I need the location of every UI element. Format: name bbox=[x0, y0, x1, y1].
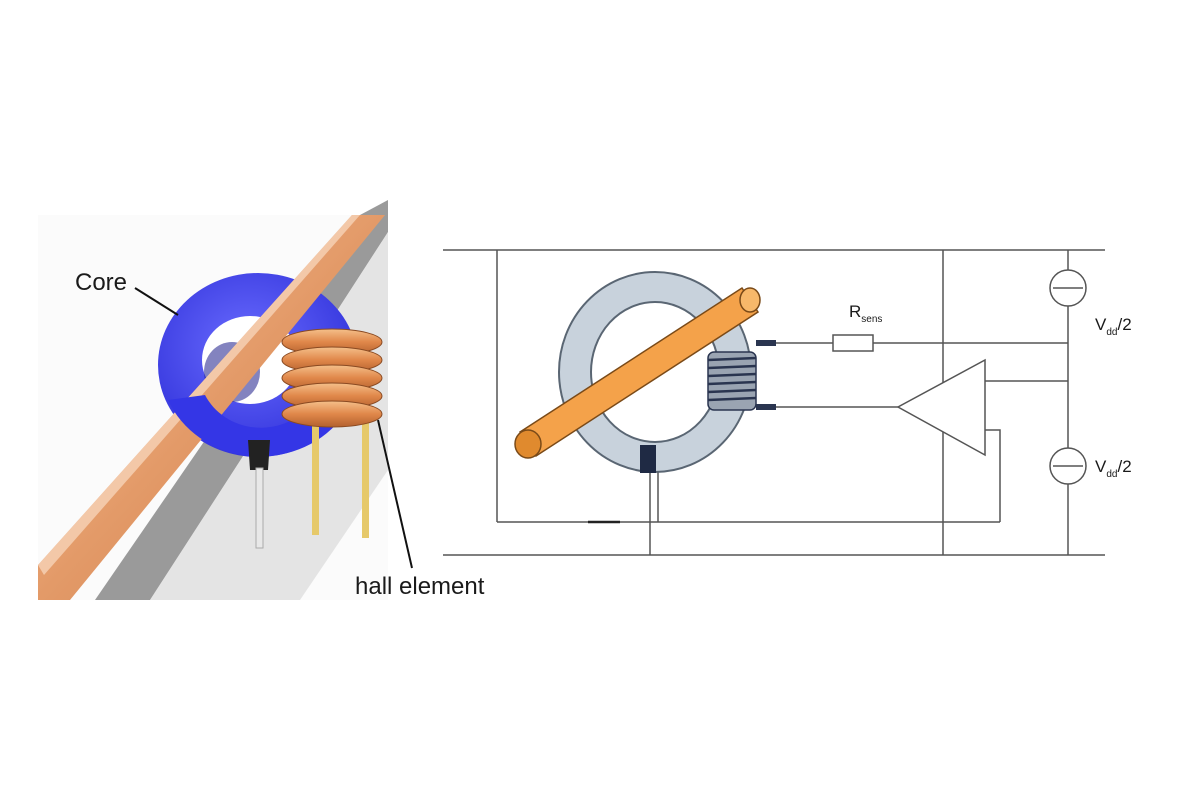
schematic-hall-element bbox=[640, 445, 656, 473]
coil-windings bbox=[281, 328, 383, 428]
sensor-leg bbox=[255, 467, 264, 549]
core-label: Core bbox=[75, 269, 127, 296]
hall-element-label: hall element bbox=[355, 573, 485, 600]
schematic-sensor bbox=[514, 271, 776, 473]
sensor-illustration: Core hall element bbox=[38, 200, 485, 600]
wire-highlight bbox=[38, 215, 360, 575]
resistor-label: Rsens bbox=[849, 302, 882, 325]
schematic-conductor bbox=[514, 286, 761, 459]
amp-feedback-wire bbox=[985, 429, 1001, 522]
coil-leg-right bbox=[362, 410, 369, 538]
source-bottom-label: Vdd/2 bbox=[1095, 457, 1132, 480]
circuit-schematic bbox=[443, 249, 1105, 556]
core-gap bbox=[248, 440, 270, 470]
amplifier bbox=[896, 358, 986, 457]
sense-resistor bbox=[832, 334, 874, 352]
coil-leg-left bbox=[312, 420, 319, 535]
schematic-winding bbox=[707, 340, 776, 411]
core-front bbox=[168, 395, 340, 457]
core-leader-line bbox=[134, 287, 179, 316]
source-top-label: Vdd/2 bbox=[1095, 315, 1132, 338]
hall-leader-line bbox=[377, 419, 413, 569]
